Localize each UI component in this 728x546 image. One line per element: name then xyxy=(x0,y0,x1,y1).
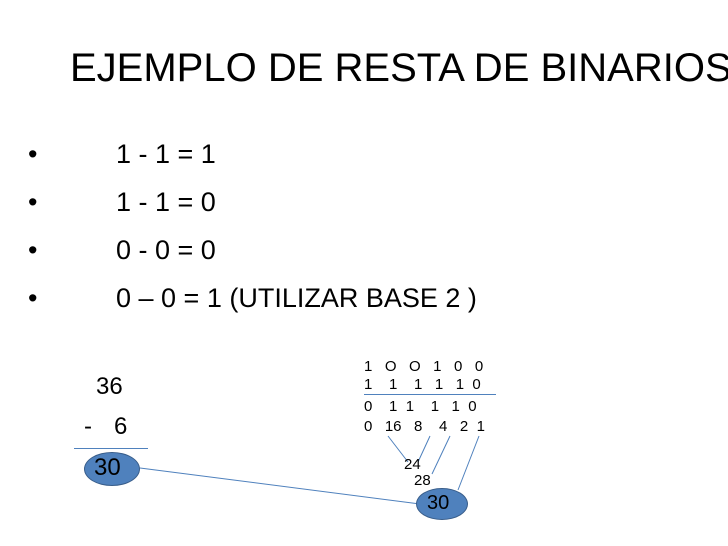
binary-row-2: 1 1 1 1 1 0 xyxy=(364,376,481,393)
connector-2-to-30 xyxy=(457,435,480,491)
binary-rule xyxy=(364,394,496,395)
binary-sum-28: 28 xyxy=(414,472,431,489)
bullet-text: 0 - 0 = 0 xyxy=(116,235,216,265)
bullet-symbol: • xyxy=(28,235,38,265)
decimal-operator: - xyxy=(84,413,92,440)
bullet-symbol: • xyxy=(28,187,38,217)
bullet-text: 1 - 1 = 0 xyxy=(116,187,216,217)
decimal-subtrahend: 6 xyxy=(114,413,128,440)
bullet-text: 1 - 1 = 1 xyxy=(116,139,216,169)
binary-row-1: 1 O O 1 0 0 xyxy=(364,358,484,375)
connector-decimal-to-binary-result xyxy=(139,467,421,505)
slide-title: EJEMPLO DE RESTA DE BINARIOS xyxy=(70,46,728,90)
decimal-result: 30 xyxy=(94,454,121,481)
bullet-symbol: • xyxy=(28,139,38,169)
bullet-symbol: • xyxy=(28,283,38,313)
connector-4-to-28 xyxy=(431,435,451,475)
binary-row-4: 0 16 8 4 2 1 xyxy=(364,418,485,435)
binary-row-3: 0 1 1 1 1 0 xyxy=(364,398,477,415)
binary-result: 30 xyxy=(427,492,450,514)
bullet-text: 0 – 0 = 1 (UTILIZAR BASE 2 ) xyxy=(116,283,477,313)
decimal-result-ellipse xyxy=(84,452,140,486)
binary-result-ellipse xyxy=(416,488,468,520)
decimal-rule xyxy=(74,448,148,449)
connector-8-to-24 xyxy=(417,435,431,463)
decimal-minuend: 36 xyxy=(96,373,123,400)
binary-sum-24: 24 xyxy=(404,456,421,473)
connector-16-to-24 xyxy=(387,435,409,463)
